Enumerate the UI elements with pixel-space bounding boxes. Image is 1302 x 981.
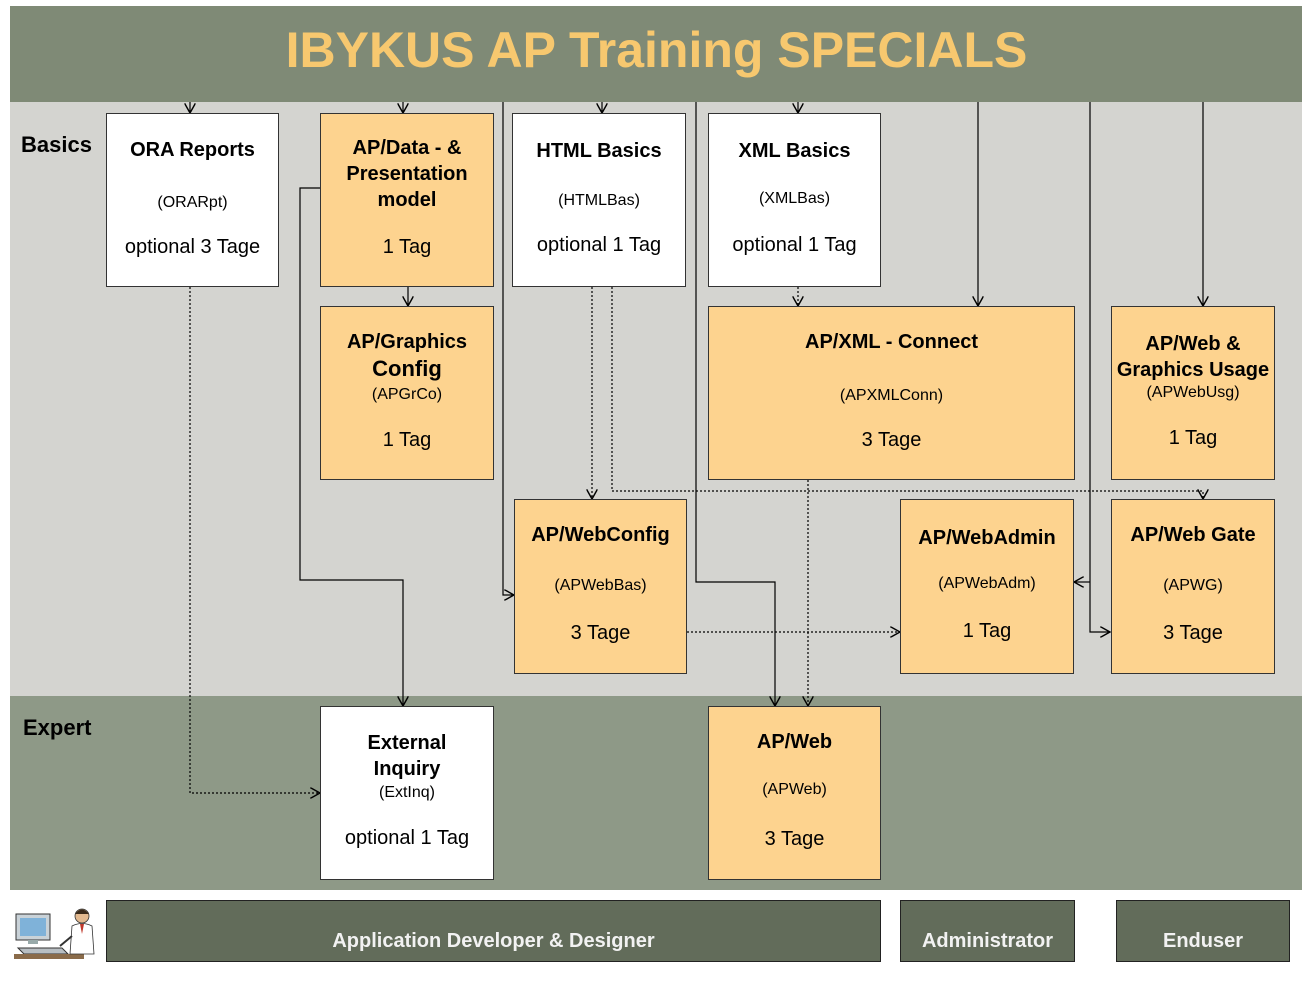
course-apxmlconn: AP/XML - Connect (APXMLConn) 3 Tage xyxy=(708,306,1075,480)
course-apwebadm: AP/WebAdmin (APWebAdm) 1 Tag xyxy=(900,499,1074,674)
course-duration: 1 Tag xyxy=(382,429,432,451)
course-title-line: model xyxy=(377,189,437,211)
course-orarpt: ORA Reports (ORARpt) optional 3 Tage xyxy=(106,113,279,287)
course-duration: 3 Tage xyxy=(570,622,631,644)
course-code: (APWebAdm) xyxy=(938,575,1036,592)
computer-user-icon xyxy=(14,908,95,959)
course-title: XML Basics xyxy=(738,140,851,162)
arrow-to-apwg xyxy=(1089,102,1110,632)
dotted-orarpt-extinq xyxy=(189,287,320,793)
course-title: AP/Web xyxy=(756,731,833,753)
course-duration: optional 1 Tag xyxy=(344,827,470,849)
course-code: (APWebBas) xyxy=(554,577,647,594)
header-bar xyxy=(10,6,1302,102)
course-title-line: AP/Data - & xyxy=(352,137,462,159)
course-code: (APWebUsg) xyxy=(1146,384,1240,401)
course-title-line: AP/Graphics xyxy=(346,331,468,353)
arrow-to-apwebbas xyxy=(502,102,514,595)
course-duration: optional 1 Tag xyxy=(732,234,857,256)
arrow-apdata-extinq xyxy=(299,187,403,706)
course-extinq: External Inquiry (ExtInq) optional 1 Tag xyxy=(320,706,494,880)
course-code: (ORARpt) xyxy=(157,194,228,211)
level-label-basics: Basics xyxy=(21,132,92,157)
course-xmlbas: XML Basics (XMLBas) optional 1 Tag xyxy=(708,113,881,287)
course-title-line: Config xyxy=(372,356,442,381)
course-title-line: Presentation xyxy=(346,163,468,185)
course-code: (ExtInq) xyxy=(378,784,435,801)
course-apgrco: AP/Graphics Config (APGrCo) 1 Tag xyxy=(320,306,494,480)
course-code: (APGrCo) xyxy=(371,386,443,403)
course-title: AP/Web Gate xyxy=(1130,524,1256,546)
course-apweb: AP/Web (APWeb) 3 Tage xyxy=(708,706,881,880)
course-code: (APWG) xyxy=(1163,577,1223,594)
course-title-line: External xyxy=(367,732,447,754)
course-title: AP/WebConfig xyxy=(531,524,670,546)
role-administrator: Administrator xyxy=(900,900,1075,962)
course-apwg: AP/Web Gate (APWG) 3 Tage xyxy=(1111,499,1275,674)
course-title: AP/XML - Connect xyxy=(805,331,978,353)
role-enduser: Enduser xyxy=(1116,900,1290,962)
course-title: AP/WebAdmin xyxy=(918,527,1056,549)
course-duration: 3 Tage xyxy=(764,828,825,850)
course-duration: 3 Tage xyxy=(861,429,922,451)
course-code: (APWeb) xyxy=(762,781,827,798)
course-htmlbas: HTML Basics (HTMLBas) optional 1 Tag xyxy=(512,113,686,287)
course-title: HTML Basics xyxy=(536,140,662,162)
course-title-line: Inquiry xyxy=(373,758,441,780)
dotted-htmlbas-apwg xyxy=(611,287,1203,499)
course-title: ORA Reports xyxy=(130,139,255,161)
course-code: (XMLBas) xyxy=(758,190,831,207)
course-duration: 1 Tag xyxy=(962,620,1012,642)
course-title-line: AP/Web & xyxy=(1145,333,1241,355)
level-label-expert: Expert xyxy=(23,715,92,740)
course-duration: 1 Tag xyxy=(382,236,432,258)
connector-lines xyxy=(0,102,1302,960)
course-apwebbas: AP/WebConfig (APWebBas) 3 Tage xyxy=(514,499,687,674)
course-duration: 3 Tage xyxy=(1163,622,1223,644)
course-title-line: Graphics Usage xyxy=(1116,359,1270,381)
course-duration: 1 Tag xyxy=(1168,427,1218,449)
role-developer: Application Developer & Designer xyxy=(106,900,881,962)
arrow-to-apweb xyxy=(695,102,775,706)
course-code: (APXMLConn) xyxy=(839,387,944,404)
course-apwebusg: AP/Web & Graphics Usage (APWebUsg) 1 Tag xyxy=(1111,306,1275,480)
page-title: IBYKUS AP Training SPECIALS xyxy=(285,22,1028,78)
course-duration: optional 3 Tage xyxy=(124,236,261,258)
course-duration: optional 1 Tag xyxy=(536,234,662,256)
course-code: (HTMLBas) xyxy=(558,192,640,209)
course-apdata: AP/Data - & Presentation model 1 Tag xyxy=(320,113,494,287)
